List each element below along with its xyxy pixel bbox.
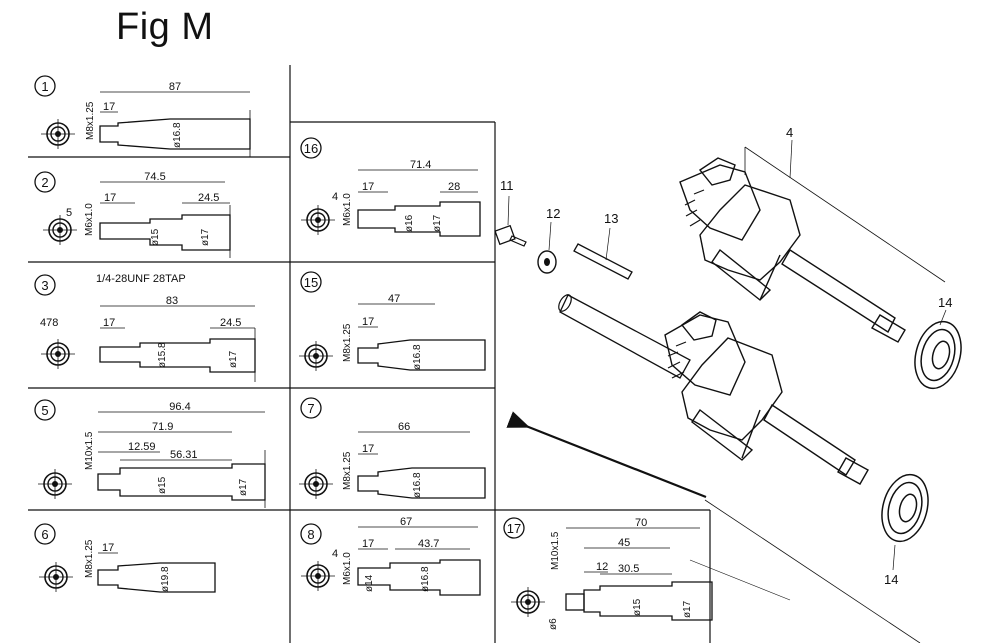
diameter-label: ø17	[432, 214, 443, 232]
callout-14-lower: 14	[884, 572, 898, 587]
callout-13: 13	[604, 211, 618, 226]
dim-length: 71.4	[410, 159, 431, 171]
direction-arrow	[506, 411, 707, 499]
diameter-label: ø14	[364, 574, 375, 592]
bearing-lower	[881, 473, 929, 543]
dim-length: 47	[388, 293, 400, 305]
crankshaft-lower	[664, 311, 869, 485]
dim-mid-length: 56.31	[170, 449, 198, 461]
shaft-diagram-2: 2 5 74.5 17 24.5 M6x1.0 ø15 ø17	[34, 171, 231, 258]
dim-thread-length: 17	[362, 316, 374, 328]
dim-length-2: 45	[618, 537, 630, 549]
dim-mid-length: 30.5	[618, 563, 639, 575]
callout-11: 11	[500, 178, 514, 193]
dim-thread-length: 17	[102, 542, 114, 554]
dim-end-length: 24.5	[220, 317, 241, 329]
dim-offset: 12	[596, 561, 608, 573]
diameter-label: ø17	[682, 600, 693, 618]
shaft-diagram-15: 15 47 17 M8x1.25 ø16.8	[298, 271, 486, 372]
thread-label: M6x1.0	[342, 193, 353, 226]
dim-end-length: 24.5	[198, 192, 219, 204]
gear-teeth-upper	[684, 189, 705, 227]
thread-label: M6x1.0	[342, 552, 353, 585]
callout-6: 6	[41, 527, 48, 542]
diameter-label: ø15	[632, 598, 643, 616]
callout-12: 12	[546, 206, 560, 221]
callout-7: 7	[307, 401, 314, 416]
diameter-label: ø17	[200, 228, 211, 246]
shaft-diagram-1: 1 87 17 M8x1.25 ø16.8	[34, 75, 251, 157]
dim-mid-length: 43.7	[418, 538, 439, 550]
diameter-label: ø15.8	[157, 342, 168, 368]
callout-16: 16	[304, 141, 318, 156]
diameter-label: ø17	[238, 478, 249, 496]
dim-thread-length: 17	[103, 101, 115, 113]
dim-length: 83	[166, 295, 178, 307]
shaft-diagram-3: 3 1/4-28UNF 28TAP 478 83 17 24.5 ø15.8 ø…	[34, 273, 256, 382]
exploded-view: 11 12 13	[494, 125, 962, 643]
callout-4: 4	[786, 125, 793, 140]
thread-label: M8x1.25	[85, 101, 96, 140]
callout-14-upper: 14	[938, 295, 952, 310]
dim-thread-length: 17	[103, 317, 115, 329]
dim-extra: 5	[66, 207, 72, 219]
dim-length: 67	[400, 516, 412, 528]
callout-17: 17	[507, 521, 521, 536]
dim-thread-length: 17	[104, 192, 116, 204]
thread-label: M10x1.5	[550, 531, 561, 570]
dim-length: 74.5	[144, 171, 165, 183]
dim-thread-length: 17	[362, 443, 374, 455]
dim-length: 70	[635, 517, 647, 529]
dim-thread-length: 17	[362, 538, 374, 550]
diameter-label: ø15	[150, 228, 161, 246]
thread-label: M8x1.25	[342, 451, 353, 490]
callout-3: 3	[41, 278, 48, 293]
grid-lines	[28, 65, 711, 643]
diameter-label: ø16.8	[420, 566, 431, 592]
dim-length: 66	[398, 421, 410, 433]
callout-8: 8	[307, 527, 314, 542]
pin-part	[573, 243, 633, 280]
shaft-diagram-7: 7 66 17 M8x1.25 ø16.8	[298, 397, 486, 500]
crankshaft-upper	[679, 157, 906, 343]
callout-2: 2	[41, 175, 48, 190]
thread-label: M8x1.25	[342, 323, 353, 362]
dim-extra: 4	[332, 191, 338, 203]
thread-label: M8x1.25	[84, 539, 95, 578]
dim-length: 87	[169, 81, 181, 93]
shaft-diagram-5: 5 96.4 71.9 12.59 56.31 M10x1.5 ø15 ø17	[34, 399, 266, 508]
diameter-label: ø15	[157, 476, 168, 494]
dim-end-length: 28	[448, 181, 460, 193]
callout-5: 5	[41, 403, 48, 418]
dim-extra: 478	[40, 317, 58, 329]
diameter-label: ø16.8	[412, 344, 423, 370]
diameter-label: ø16.8	[412, 472, 423, 498]
thread-label: M6x1.0	[84, 203, 95, 236]
gear-teeth-lower	[667, 341, 687, 379]
dim-offset: 12.59	[128, 441, 156, 453]
diameter-label: ø19.8	[160, 566, 171, 592]
diameter-label: ø6	[548, 618, 559, 630]
thread-label: M10x1.5	[84, 431, 95, 470]
dim-length-2: 71.9	[152, 421, 173, 433]
bearing-upper	[914, 320, 962, 390]
dim-extra: 4	[332, 548, 338, 560]
tap-note: 1/4-28UNF 28TAP	[96, 273, 186, 285]
rod-part	[559, 294, 691, 379]
bolt-part	[494, 224, 527, 247]
washer-part	[537, 250, 557, 274]
shaft-diagram-8: 8 4 67 17 43.7 M6x1.0 ø14 ø16.8	[300, 516, 481, 596]
dim-length: 96.4	[169, 401, 190, 413]
dim-thread-length: 17	[362, 181, 374, 193]
callout-15: 15	[304, 275, 318, 290]
shaft-diagram-6: 6 17 M8x1.25 ø19.8	[34, 523, 216, 593]
diameter-label: ø16.8	[172, 122, 183, 148]
callout-1: 1	[41, 79, 48, 94]
shaft-diagram-16: 16 4 71.4 17 28 M6x1.0 ø16 ø17	[300, 137, 481, 237]
diameter-label: ø16	[404, 214, 415, 232]
diameter-label: ø17	[228, 350, 239, 368]
shaft-diagram-17: 17 70 45 12 30.5 M10x1.5 ø6 ø15 ø17	[503, 517, 713, 630]
figure-title: Fig M	[116, 6, 214, 48]
